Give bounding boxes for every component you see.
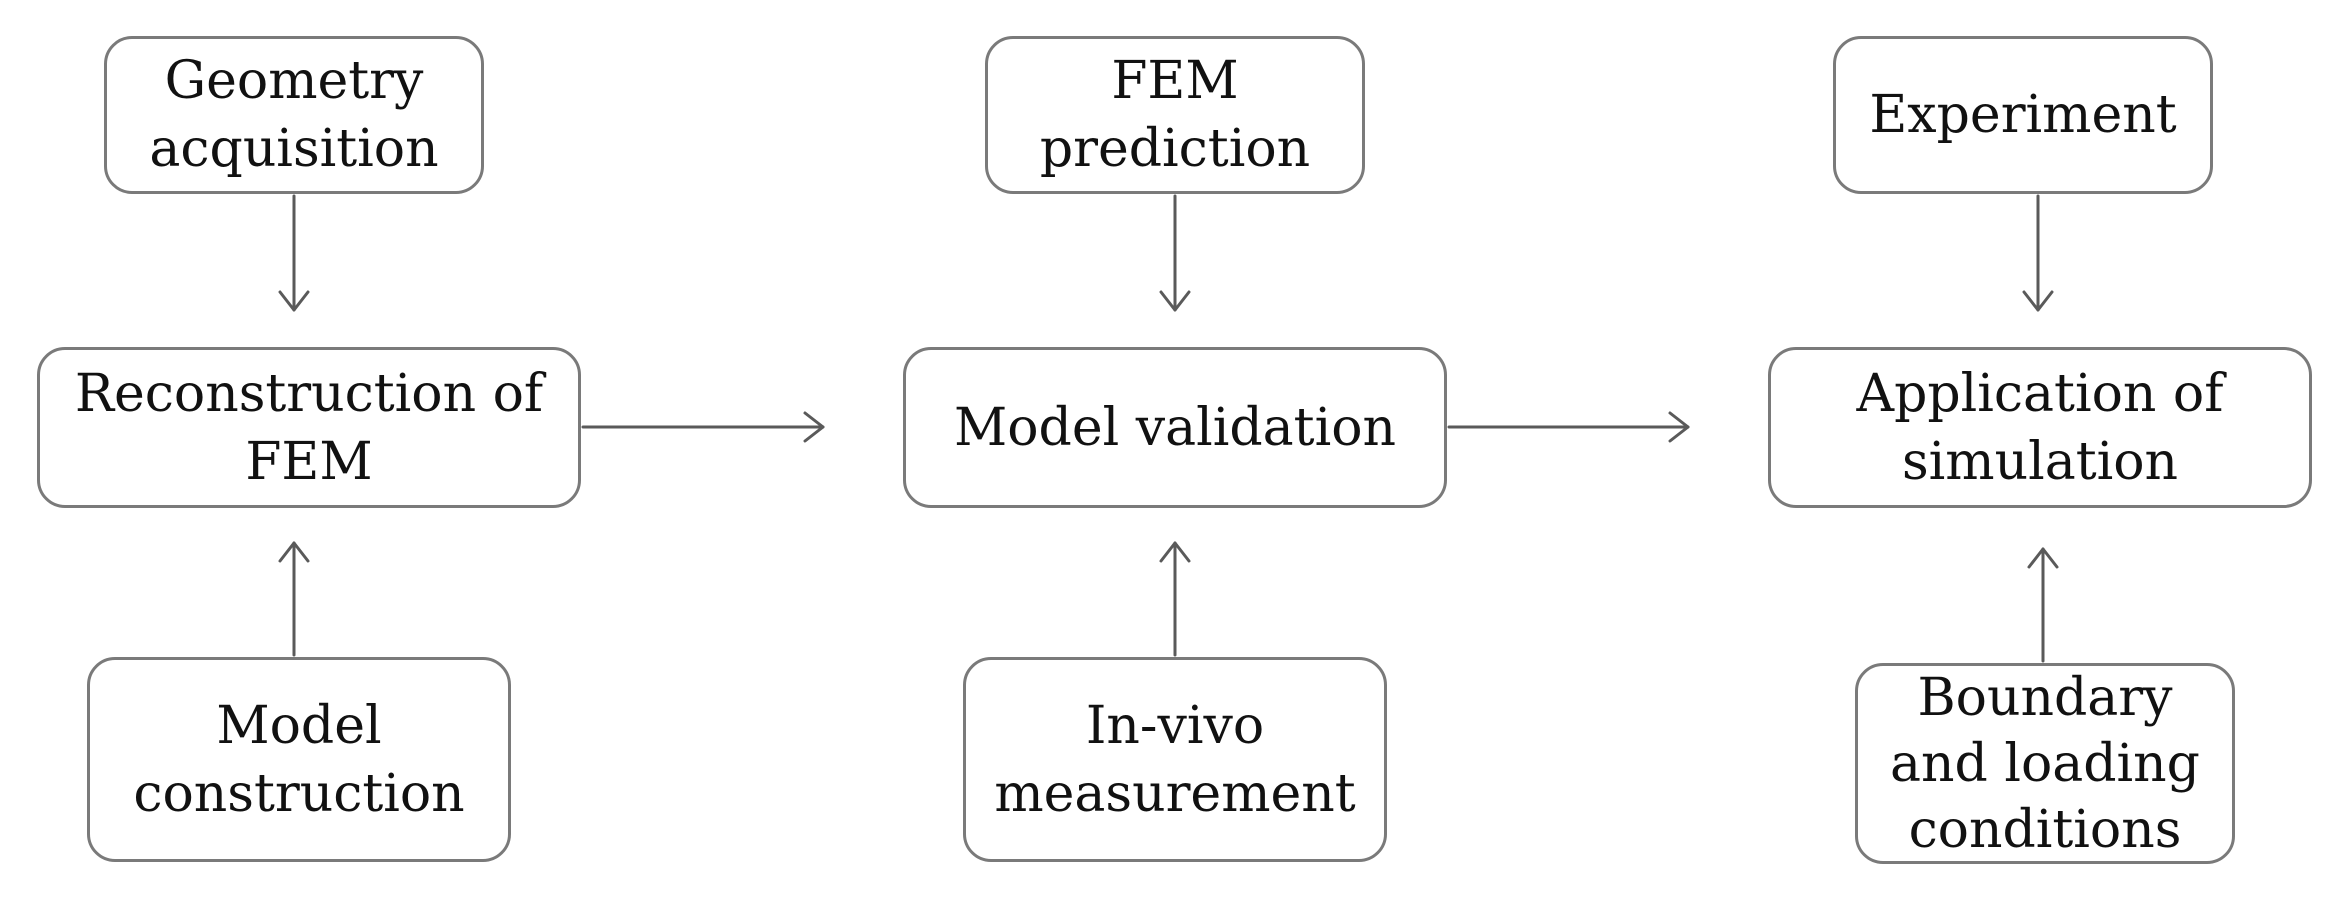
node-geometry-acquisition: Geometry acquisition [104, 36, 484, 194]
node-label: Geometry acquisition [149, 51, 439, 179]
arrow-geometry-to-reconstruction [278, 194, 310, 312]
node-model-validation: Model validation [903, 347, 1447, 508]
node-label: Boundary and loading conditions [1890, 667, 2200, 860]
node-label: FEM prediction [1039, 51, 1311, 179]
arrow-in-vivo-to-validation [1159, 541, 1191, 657]
node-label: Experiment [1869, 85, 2177, 145]
node-experiment: Experiment [1833, 36, 2213, 194]
node-fem-prediction: FEM prediction [985, 36, 1365, 194]
arrow-boundary-to-application [2027, 547, 2059, 663]
node-boundary-and-loading-conditions: Boundary and loading conditions [1855, 663, 2235, 864]
arrow-validation-to-application [1447, 411, 1690, 443]
node-model-construction: Model construction [87, 657, 511, 862]
node-reconstruction-of-fem: Reconstruction of FEM [37, 347, 581, 508]
arrow-fem-prediction-to-validation [1159, 194, 1191, 312]
arrow-reconstruction-to-validation [581, 411, 825, 443]
node-label: Reconstruction of FEM [74, 363, 544, 492]
node-label: Model validation [953, 397, 1397, 458]
arrow-model-construction-to-reconstruction [278, 541, 310, 657]
arrow-experiment-to-application [2022, 194, 2054, 312]
node-label: Application of simulation [1856, 363, 2224, 492]
node-label: In-vivo measurement [994, 695, 1356, 824]
node-in-vivo-measurement: In-vivo measurement [963, 657, 1387, 862]
node-label: Model construction [133, 695, 465, 824]
node-application-of-simulation: Application of simulation [1768, 347, 2312, 508]
